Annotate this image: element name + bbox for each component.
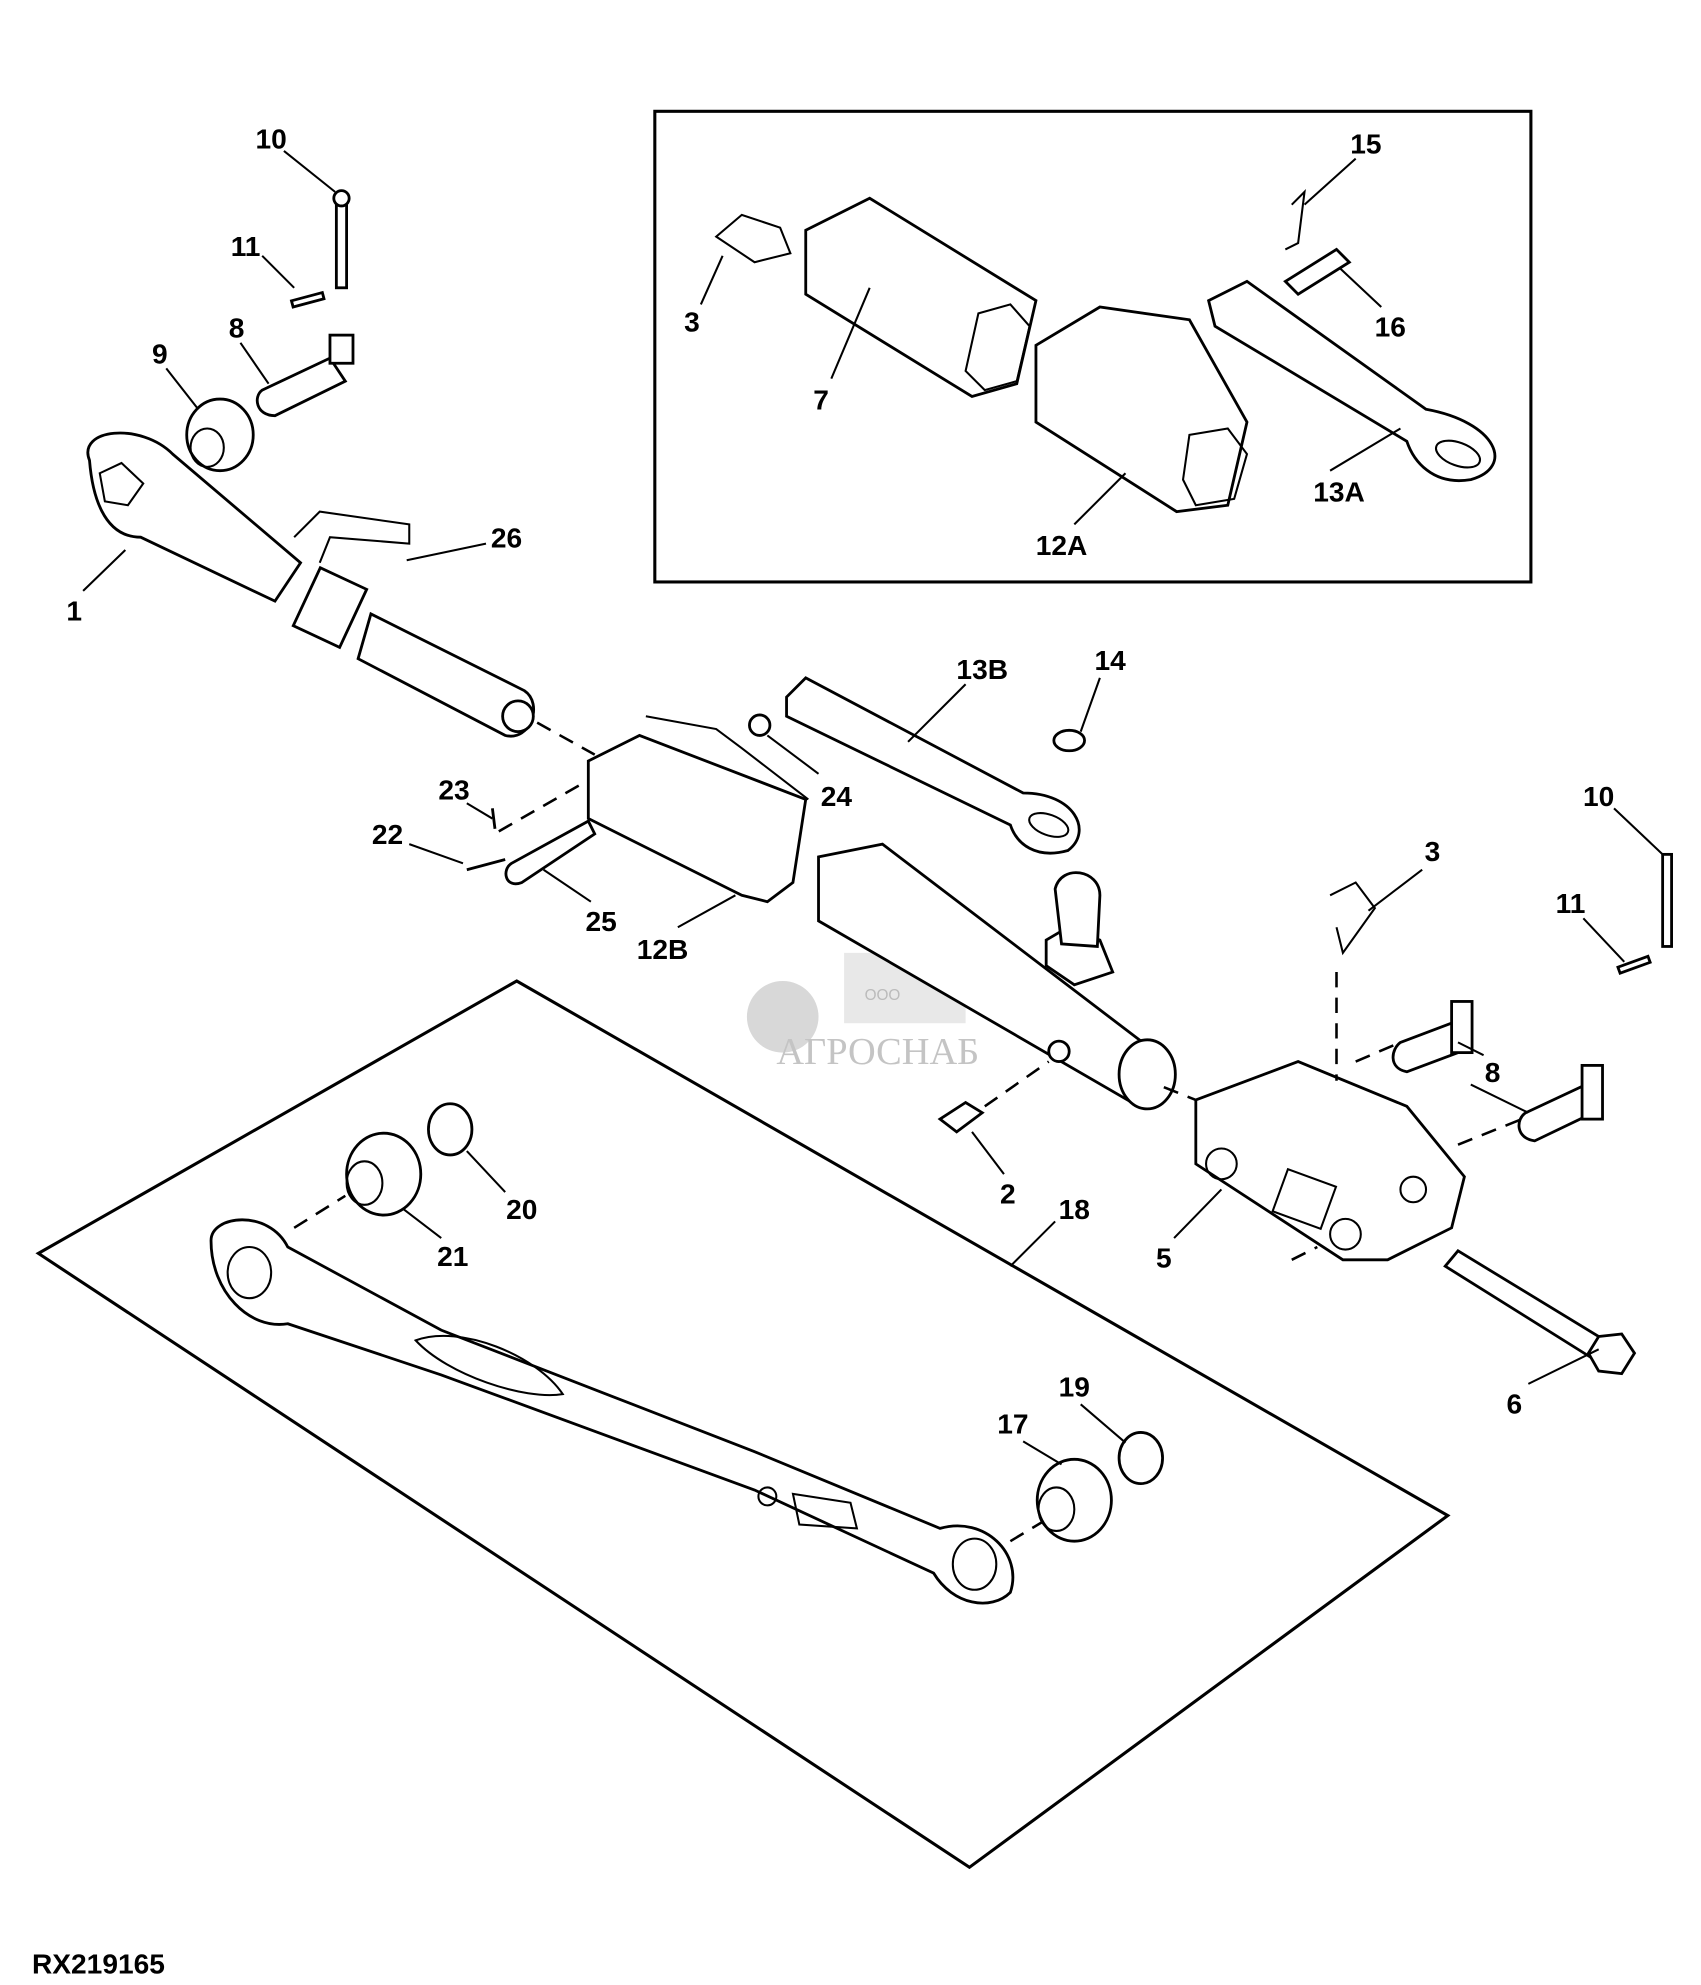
- callout-26: 26: [491, 522, 522, 553]
- tube-part-7: [804, 196, 1038, 399]
- callout-5: 5: [1156, 1242, 1172, 1273]
- figure-id: RX219165: [32, 1948, 165, 1979]
- bolt-part-25: [504, 819, 597, 886]
- callout-7: 7: [813, 384, 829, 415]
- pin-part-8: [255, 356, 348, 418]
- callout-17: 17: [997, 1409, 1028, 1440]
- cotter-pin-part-11b: [1616, 954, 1652, 976]
- callout-16: 16: [1375, 311, 1406, 342]
- ring-part-19: [1117, 1431, 1164, 1486]
- callout-15: 15: [1350, 129, 1381, 160]
- callout-21: 21: [437, 1241, 468, 1272]
- pin-part-10: [334, 196, 349, 290]
- callout-10: 10: [255, 123, 286, 154]
- tube-part-12a: [1034, 305, 1249, 514]
- callout-1: 1: [66, 595, 82, 626]
- bolt-part-6: [1443, 1249, 1608, 1361]
- nut-part-24: [748, 713, 772, 737]
- watermark-prefix: ООО: [865, 987, 901, 1004]
- callout-8b: 8: [1485, 1057, 1501, 1088]
- pin-part-16: [1283, 247, 1352, 296]
- lower-link-frame: [35, 979, 1451, 1870]
- top-link-part-1: [86, 431, 535, 738]
- bushing-part-21: [345, 1131, 423, 1217]
- callout-24: 24: [821, 781, 853, 812]
- callout-11: 11: [231, 231, 261, 262]
- cotter-pin-part-11: [289, 290, 326, 309]
- callout-14: 14: [1094, 645, 1126, 676]
- callout-18: 18: [1059, 1194, 1090, 1225]
- callout-2: 2: [1000, 1179, 1016, 1210]
- channel-part-12b: [586, 733, 808, 904]
- callout-12a: 12A: [1036, 530, 1088, 561]
- callout-13b: 13B: [956, 654, 1008, 685]
- lynch-pin-part-3b: [1329, 881, 1377, 956]
- bushing-part-17: [1035, 1457, 1113, 1543]
- grease-fitting-part-2: [937, 1100, 985, 1134]
- callout-6: 6: [1506, 1388, 1522, 1419]
- callout-10b: 10: [1583, 781, 1614, 812]
- callout-12b: 12B: [637, 934, 689, 965]
- pin-part-23: [490, 808, 497, 829]
- callout-8: 8: [229, 313, 245, 344]
- pin-part-10b: [1661, 852, 1673, 948]
- ring-part-20: [427, 1102, 474, 1157]
- inset-frame: [653, 109, 1533, 584]
- callout-22: 22: [372, 819, 403, 850]
- lynch-pin-part-3: [714, 213, 792, 264]
- callout-3: 3: [684, 306, 700, 337]
- block-part-5: [1194, 1060, 1466, 1262]
- pin-part-22: [466, 858, 506, 872]
- callout-25: 25: [585, 906, 616, 937]
- lower-link-part-18: [209, 1218, 1015, 1605]
- callout-11b: 11: [1556, 888, 1586, 919]
- leader-lines: [82, 150, 1664, 1466]
- watermark-name: АГРОСНАБ: [776, 1031, 979, 1073]
- callout-13a: 13A: [1313, 476, 1365, 507]
- link-part-13a: [1206, 279, 1497, 483]
- callout-9: 9: [152, 338, 168, 369]
- callout-19: 19: [1059, 1372, 1090, 1403]
- snap-ring-part-14: [1052, 728, 1086, 753]
- callout-23: 23: [438, 774, 469, 805]
- clip-part-15: [1284, 189, 1306, 251]
- callout-3b: 3: [1425, 836, 1441, 867]
- callout-20: 20: [506, 1194, 537, 1225]
- link-part-13b: [785, 676, 1081, 855]
